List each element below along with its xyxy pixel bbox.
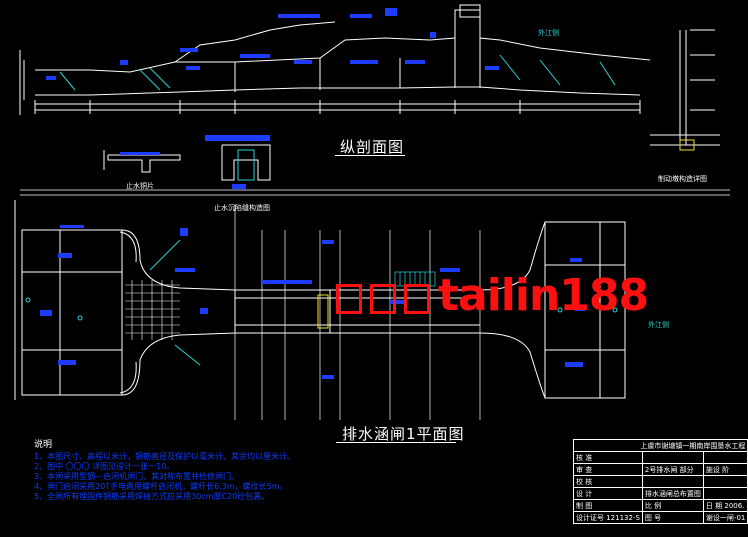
tb-cell: 图 号 xyxy=(641,511,704,524)
tb-cell xyxy=(702,475,748,488)
longitudinal-section xyxy=(19,4,720,151)
tb-cell: 审 查 xyxy=(573,463,643,476)
watermark-box-glyph xyxy=(404,284,430,314)
tb-cell xyxy=(641,475,704,488)
tb-cell: 制 图 xyxy=(573,499,643,512)
section-title: 纵剖面图 xyxy=(340,138,405,156)
stop-water-joint-label: 止水沉陷缝构造图 xyxy=(214,204,270,212)
note-item: 1、本图尺寸、高程以米计，钢筋直径及保护以毫米计，其余均以厘米计。 xyxy=(34,452,296,461)
plan-side-note: 外江侧 xyxy=(648,321,669,329)
cad-drawing-canvas xyxy=(14,4,730,420)
stop-water-strip-label: 止水铜片 xyxy=(126,182,154,190)
tb-cell: 施设 阶 xyxy=(702,463,748,476)
tb-cell xyxy=(702,451,748,464)
watermark-box-glyph xyxy=(370,284,396,314)
notes-heading: 说明 xyxy=(34,440,53,450)
stop-water-joint-detail xyxy=(205,135,271,189)
tb-cell: 比 例 xyxy=(641,499,704,512)
tb-cell: 设计证号 121132-S xyxy=(573,511,643,524)
watermark: tailin188 xyxy=(336,270,649,321)
plan-title-underline xyxy=(336,442,456,443)
watermark-box-glyph xyxy=(336,284,362,314)
title-block: 上虞市谢塘镇一期南岸围垦水工程 核 准 审 查 2号排水闸 部分 施设 阶 校 … xyxy=(572,439,748,524)
watermark-text: tailin188 xyxy=(438,270,649,321)
tb-cell: 排水涵闸总布置图 xyxy=(641,487,704,500)
tb-cell: 2号排水闸 部分 xyxy=(641,463,704,476)
note-item: 2、图中 〇〇〇 详图见设计一张一10。 xyxy=(34,462,175,471)
plan-title: 排水涵闸1平面图 xyxy=(342,425,465,443)
plan-view xyxy=(14,189,730,420)
project-name: 上虞市谢塘镇一期南岸围垦水工程 xyxy=(572,439,748,452)
notes-block: 说明 1、本图尺寸、高程以米计，钢筋直径及保护以毫米计，其余均以厘米计。 2、图… xyxy=(34,440,354,502)
tb-cell xyxy=(641,451,704,464)
tb-cell xyxy=(702,487,748,500)
tb-cell: 设 计 xyxy=(573,487,643,500)
tb-cell: 核 准 xyxy=(573,451,643,464)
section-title-underline xyxy=(335,155,405,156)
note-item: 4、闸门启闭采用20T手电两用螺杆启闭机，螺杆长6.3m，螺纹长5m。 xyxy=(34,482,288,491)
stop-water-strip-detail xyxy=(103,150,181,173)
tb-cell: 日 期 2006. xyxy=(702,499,748,512)
tb-cell: 谢设一闸-01 xyxy=(702,511,748,524)
brake-detail-label: 制动墩构造详图 xyxy=(658,175,707,183)
note-item: 5、全闸所有埋固件钢筋采用焊接方式应采用30cm厚C20砼包裹。 xyxy=(34,492,270,501)
note-item: 3、本闸采用型钢—启闭机闸门，其对称布置并检修闸门。 xyxy=(34,472,240,481)
tb-cell: 校 核 xyxy=(573,475,643,488)
side-note: 外江侧 xyxy=(538,29,559,37)
